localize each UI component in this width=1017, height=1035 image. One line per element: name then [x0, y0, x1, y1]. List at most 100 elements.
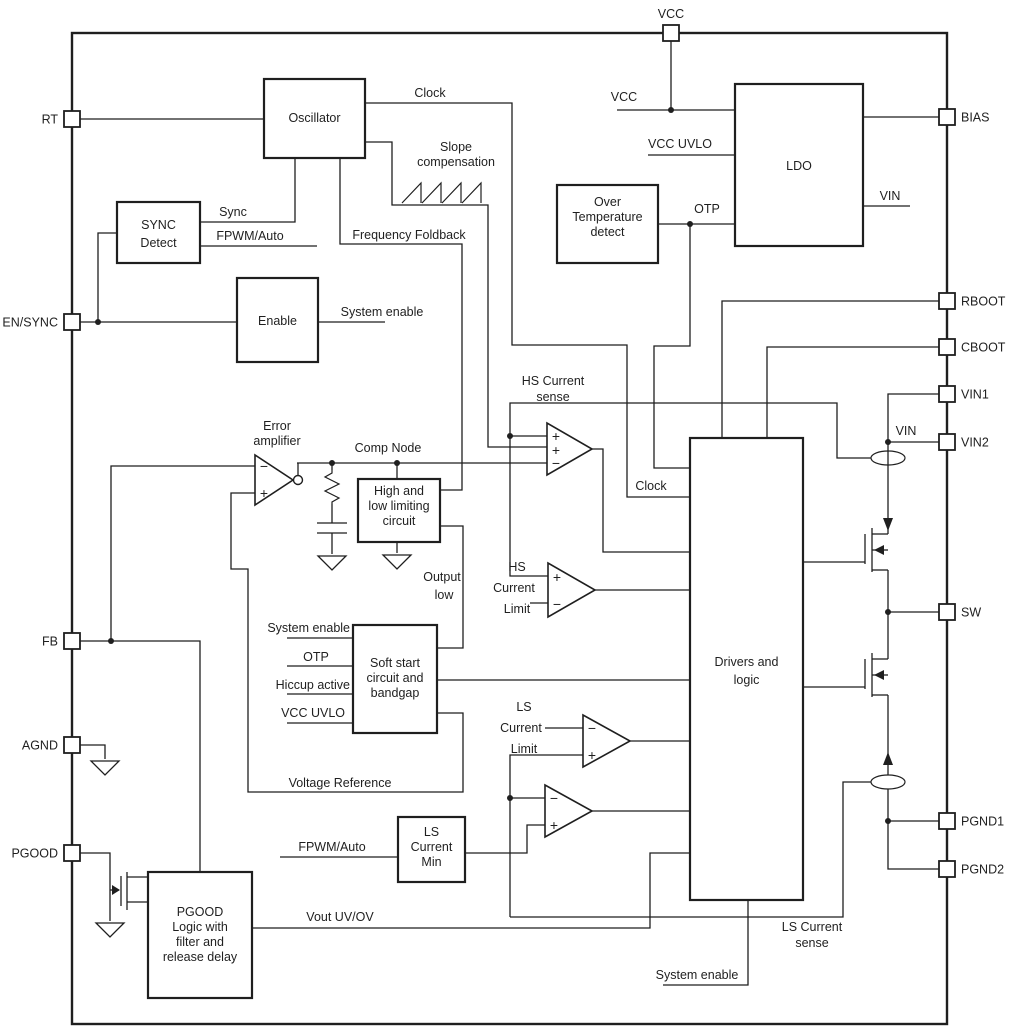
sync-detect-in-wire [97, 232, 117, 322]
ls-sense-up-wire [509, 754, 583, 917]
ls-sense-label-2: sense [795, 936, 828, 950]
pin-vin2-label: VIN2 [961, 436, 989, 450]
junction-dot [885, 439, 891, 445]
ldo-block-label: LDO [786, 159, 812, 173]
hs-sense-label-2: sense [536, 390, 569, 404]
agnd-ground-icon [89, 760, 121, 776]
clock-label: Clock [414, 86, 446, 100]
clock-wire [365, 102, 690, 498]
ls-current-limit-comparator [582, 713, 632, 769]
soft-start-block [351, 623, 439, 735]
junction-dot [687, 221, 693, 227]
ls-sense-label-1: LS Current [782, 920, 843, 934]
pgnd-net-wire [887, 789, 939, 870]
vin1-wire [887, 393, 939, 442]
pgood-logic-block-label: release delay [163, 950, 238, 964]
pin-rt [63, 110, 81, 128]
ls-limit-label-3: Limit [511, 742, 538, 756]
hs-sense-wire [509, 402, 871, 577]
ls-current-min-comparator-sign: + [550, 817, 558, 833]
sawtooth-icon [401, 181, 422, 204]
ss-vcc-uvlo-label: VCC UVLO [281, 706, 345, 720]
slope-comp-label-1: Slope [440, 140, 472, 154]
drivers-logic-block-label: Drivers and [715, 655, 779, 669]
junction-dot [108, 638, 114, 644]
system-enable-label-2: System enable [656, 968, 739, 982]
vcc-ldo-label: VCC [611, 90, 637, 104]
slope-comp-label-2: compensation [417, 155, 495, 169]
pin-pgood-label: PGOOD [11, 847, 58, 861]
enable-block [235, 276, 320, 364]
system-enable-label-1: System enable [341, 305, 424, 319]
ls-current-min-block-label: LS [424, 825, 439, 839]
junction-dot [507, 433, 513, 439]
hs-current-sense-comparator-sign: − [552, 455, 560, 471]
pin-sw [938, 603, 956, 621]
ls-mosfet-arrow-icon [874, 670, 884, 680]
otp-label-1: OTP [694, 202, 720, 216]
pin-cboot [938, 338, 956, 356]
pin-pgnd2-label: PGND2 [961, 863, 1004, 877]
hs-limit-label-1: HS [508, 560, 525, 574]
hs-current-limit-comparator [547, 561, 597, 619]
ls-current-min-comparator-sign: − [550, 790, 558, 806]
junction-dot [885, 609, 891, 615]
sync-detect-block-label: Detect [140, 236, 177, 250]
vout-uvov-wire [252, 852, 690, 929]
pin-rboot-label: RBOOT [961, 295, 1006, 309]
high-low-limit-block-label: low limiting [368, 499, 429, 513]
slope-comp-wire [365, 141, 547, 448]
high-low-limit-block [356, 477, 442, 544]
junction-dot [95, 319, 101, 325]
hs-mosfet-arrow-icon [874, 545, 884, 555]
pgood-logic-block [146, 870, 254, 1000]
drivers-logic-block-label: logic [734, 673, 760, 687]
system-enable-bottom [663, 900, 749, 986]
pin-fb-label: FB [42, 635, 58, 649]
pin-pgnd2 [938, 860, 956, 878]
pgood-logic-block-label: PGOOD [177, 905, 224, 919]
over-temp-block [555, 183, 660, 265]
output-low-label-1: Output [423, 570, 461, 584]
pgood-logic-block-label: Logic with [172, 920, 228, 934]
pgood-pin-wire [80, 852, 111, 921]
soft-start-block-label: Soft start [370, 656, 421, 670]
pin-en-sync [63, 313, 81, 331]
pin-agnd-label: AGND [22, 739, 58, 753]
pin-vcc-label: VCC [658, 7, 684, 21]
vcc-uvlo-label-1: VCC UVLO [648, 137, 712, 151]
hs-current-sense-comparator-sign: + [552, 428, 560, 444]
error-amp-label-1: Error [263, 419, 291, 433]
sync-detect-block [115, 200, 202, 265]
hs-sense-out-wire [592, 448, 690, 553]
sync-wire [200, 158, 296, 223]
pin-fb [63, 632, 81, 650]
hl-ground-icon [381, 554, 413, 570]
ls-min-in-wire [465, 824, 545, 854]
pin-vin1 [938, 385, 956, 403]
ls-current-min-block-label: Current [411, 840, 453, 854]
pgood-ground-icon [94, 922, 126, 938]
pin-pgnd1-label: PGND1 [961, 815, 1004, 829]
ldo-vin-label: VIN [880, 189, 901, 203]
pin-pgnd1 [938, 812, 956, 830]
ss-otp-label: OTP [303, 650, 329, 664]
soft-start-block-label: bandgap [371, 686, 420, 700]
sync-detect-block-label: SYNC [141, 218, 176, 232]
hs-current-sensor-icon [870, 450, 906, 466]
junction-dot [668, 107, 674, 113]
pin-cboot-label: CBOOT [961, 341, 1006, 355]
error-amplifier-sign: − [260, 458, 268, 474]
over-temp-block-label: Over [594, 195, 621, 209]
ss-hiccup-label: Hiccup active [276, 678, 350, 692]
freq-foldback-wire [339, 158, 463, 491]
ls-current-limit-comparator-sign: − [588, 720, 596, 736]
pin-sw-label: SW [961, 606, 981, 620]
fpwm-auto-label-2: FPWM/Auto [298, 840, 365, 854]
pin-vcc [662, 24, 680, 42]
ls-current-sensor-icon [870, 774, 906, 790]
junction-dot [329, 460, 335, 466]
sawtooth-icon [461, 181, 482, 204]
pin-rt-label: RT [42, 113, 59, 127]
soft-start-block-label: circuit and [367, 671, 424, 685]
